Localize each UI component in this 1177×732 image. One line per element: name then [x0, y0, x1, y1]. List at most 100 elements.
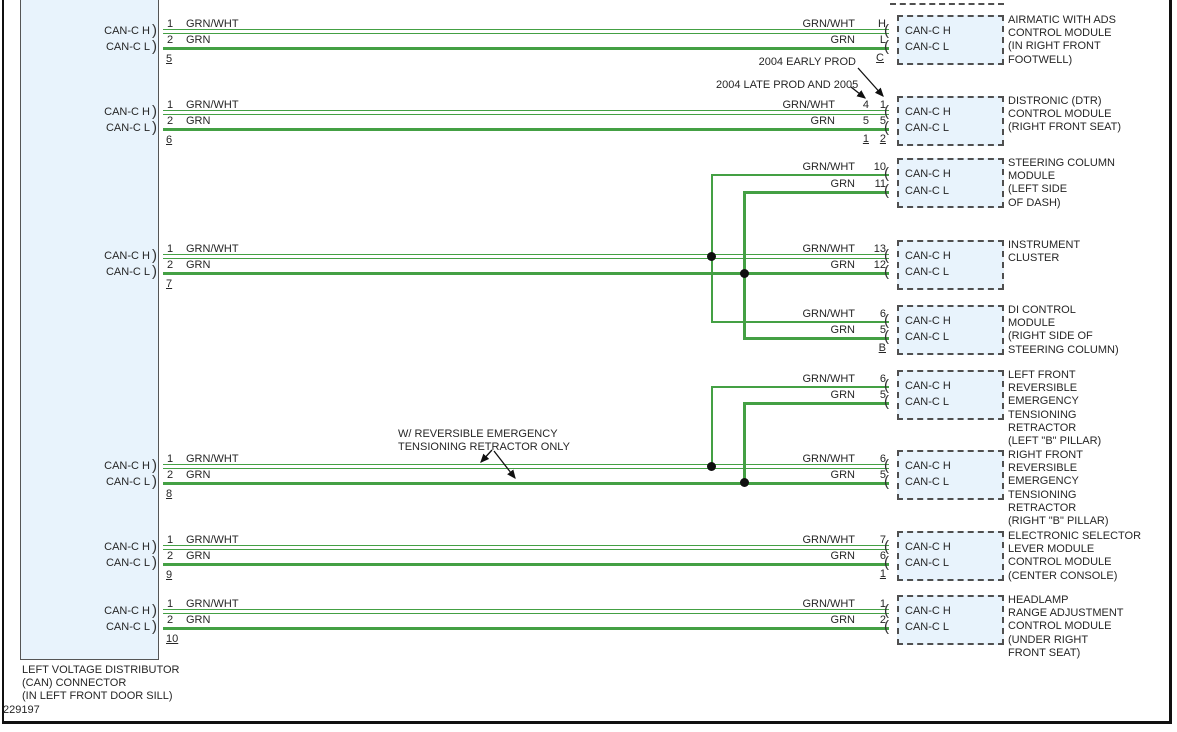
wire-color-label: GRN/WHT	[802, 373, 855, 385]
module-can-h-label: CAN-C H	[905, 541, 951, 553]
connector-socket-icon: )	[152, 618, 157, 635]
wire-can-h	[163, 29, 889, 34]
connector-plug-icon: (	[884, 328, 889, 345]
wire-color-label: GRN	[830, 324, 855, 336]
wire-color-label: GRN	[830, 614, 855, 626]
connector-plug-icon: (	[884, 602, 889, 619]
pin-number: L	[879, 34, 886, 46]
module-desc-headlamp: HEADLAMP RANGE ADJUSTMENT CONTROL MODULE…	[1008, 594, 1124, 659]
pin-number: 1	[167, 18, 174, 30]
module-desc-instrument-cluster: INSTRUMENT CLUSTER	[1008, 239, 1081, 265]
wire-color-label: GRN	[186, 469, 211, 481]
distributor-can-h-label: CAN-C H	[104, 605, 150, 617]
module-desc-distronic: DISTRONIC (DTR) CONTROL MODULE (RIGHT FR…	[1008, 95, 1122, 134]
module-box-electronic-selector	[897, 531, 1004, 581]
junction-dot	[707, 462, 716, 471]
distributor-can-h-label: CAN-C H	[104, 25, 150, 37]
wire-can-l	[163, 563, 889, 566]
module-can-h-label: CAN-C H	[905, 315, 951, 327]
distributor-can-l-label: CAN-C L	[105, 621, 150, 633]
connector-number: B	[878, 342, 886, 354]
branch-vertical-can-h	[711, 386, 713, 467]
connector-plug-icon: (	[884, 38, 889, 55]
distributor-can-l-label: CAN-C L	[105, 122, 150, 134]
wire-color-label: GRN	[186, 550, 211, 562]
module-can-h-label: CAN-C H	[905, 460, 951, 472]
wire-color-label: GRN	[830, 178, 855, 190]
connector-number: 5	[166, 53, 173, 65]
module-desc-airmatic: AIRMATIC WITH ADS CONTROL MODULE (IN RIG…	[1008, 14, 1116, 66]
junction-dot	[740, 478, 749, 487]
distributor-label: LEFT VOLTAGE DISTRIBUTOR (CAN) CONNECTOR…	[22, 664, 180, 703]
pin-number: 5	[862, 115, 869, 127]
pin-number: 6	[879, 550, 886, 562]
connector-socket-icon: )	[152, 38, 157, 55]
branch-wire-can-h	[711, 321, 889, 323]
distributor-can-h-label: CAN-C H	[104, 541, 150, 553]
pin-number: 1	[167, 453, 174, 465]
branch-vertical-can-h	[711, 174, 713, 322]
connector-socket-icon: )	[152, 263, 157, 280]
module-can-l-label: CAN-C L	[905, 185, 950, 197]
wire-can-l	[163, 128, 889, 131]
branch-vertical-can-l	[743, 191, 746, 338]
wire-can-l	[163, 272, 889, 275]
module-box-left-front-retractor	[897, 370, 1004, 420]
module-box-distronic	[897, 96, 1004, 146]
connector-number: 2	[879, 133, 886, 145]
module-can-h-label: CAN-C H	[905, 380, 951, 392]
module-can-h-label: CAN-C H	[905, 25, 951, 37]
module-can-h-label: CAN-C H	[905, 250, 951, 262]
frame-left	[2, 0, 4, 724]
wire-color-label: GRN	[830, 34, 855, 46]
pin-number: 5	[879, 469, 886, 481]
module-desc-steering-column: STEERING COLUMN MODULE (LEFT SIDE OF DAS…	[1008, 157, 1115, 209]
module-desc-di-control: DI CONTROL MODULE (RIGHT SIDE OF STEERIN…	[1008, 304, 1119, 356]
module-box-right-front-retractor	[897, 450, 1004, 500]
wire-color-label: GRN/WHT	[802, 243, 855, 255]
wire-can-h	[163, 464, 889, 469]
connector-number: 1	[862, 133, 869, 145]
connector-plug-icon: (	[884, 618, 889, 635]
module-can-l-label: CAN-C L	[905, 331, 950, 343]
connector-plug-icon: (	[884, 377, 889, 394]
connector-plug-icon: (	[884, 554, 889, 571]
module-desc-electronic-selector: ELECTRONIC SELECTOR LEVER MODULE CONTROL…	[1008, 530, 1142, 582]
distributor-can-l-label: CAN-C L	[105, 41, 150, 53]
wire-color-label: GRN	[810, 115, 835, 127]
distributor-can-h-label: CAN-C H	[104, 106, 150, 118]
connector-number: 6	[166, 134, 173, 146]
wire-color-label: GRN/WHT	[782, 99, 835, 111]
distributor-can-l-label: CAN-C L	[105, 266, 150, 278]
pin-number: 5	[879, 389, 886, 401]
pin-number: 1	[879, 99, 886, 111]
pin-number: 2	[167, 34, 174, 46]
module-box-instrument-cluster	[897, 240, 1004, 290]
wire-color-label: GRN	[186, 115, 211, 127]
distributor-can-l-label: CAN-C L	[105, 476, 150, 488]
connector-number: 7	[166, 278, 173, 290]
pin-number: 1	[167, 598, 174, 610]
connector-plug-icon: (	[884, 538, 889, 555]
pin-number: 12	[873, 259, 886, 271]
connector-socket-icon: )	[152, 554, 157, 571]
branch-vertical-can-l	[743, 402, 746, 483]
wire-color-label: GRN/WHT	[186, 243, 239, 255]
wire-color-label: GRN/WHT	[186, 534, 239, 546]
connector-plug-icon: (	[884, 247, 889, 264]
connector-plug-icon: (	[884, 393, 889, 410]
wire-color-label: GRN	[186, 259, 211, 271]
wire-can-l	[163, 482, 889, 485]
wire-can-h	[163, 609, 889, 614]
wire-color-label: GRN	[830, 389, 855, 401]
note-retractor-only: W/ REVERSIBLE EMERGENCY TENSIONING RETRA…	[398, 428, 570, 454]
wire-color-label: GRN	[830, 550, 855, 562]
wire-color-label: GRN/WHT	[802, 534, 855, 546]
pin-number: 11	[874, 178, 886, 190]
distributor-box	[20, 0, 159, 660]
connector-socket-icon: )	[152, 119, 157, 136]
pin-number: 13	[873, 243, 886, 255]
connector-number: C	[876, 52, 884, 64]
module-can-h-label: CAN-C H	[905, 106, 951, 118]
pin-number: 2	[167, 115, 174, 127]
